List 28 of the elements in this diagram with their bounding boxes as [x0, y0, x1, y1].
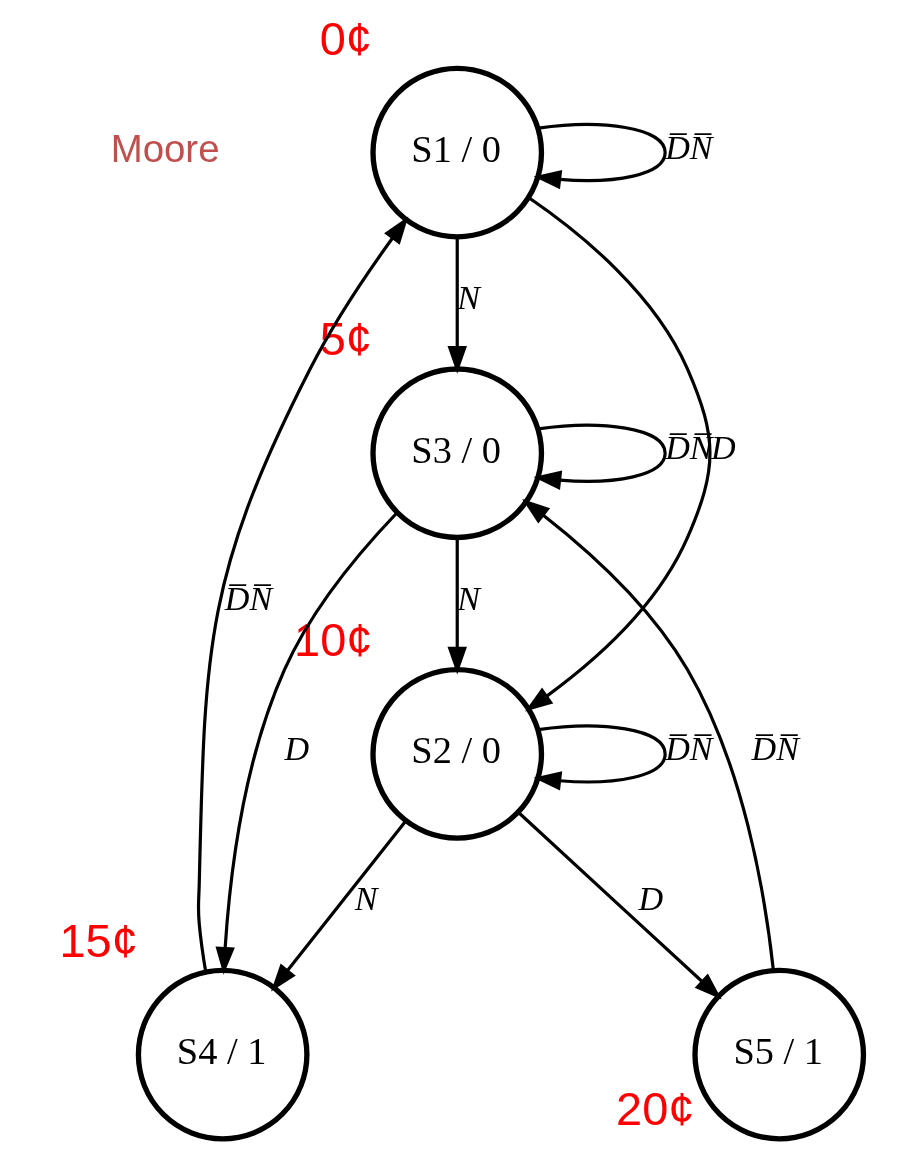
edge-label: D [637, 880, 663, 918]
edge-label: D̅N̅ [664, 729, 713, 767]
node-label: 5¢ [319, 313, 372, 366]
edge-label: D̅N̅ [751, 729, 799, 767]
arrow [533, 724, 667, 791]
arrow [447, 537, 467, 675]
arrow [447, 237, 467, 374]
arrow [533, 123, 667, 190]
edge-label: D̅N̅ [224, 579, 272, 617]
arrow [516, 811, 722, 1000]
label: Moore [110, 126, 219, 170]
arrow [521, 499, 775, 971]
node-circle: S1 / 0 [369, 65, 544, 240]
node-label: 0¢ [319, 12, 372, 65]
arrow [533, 423, 667, 490]
arrow [524, 196, 711, 712]
node-circle: S2 / 0 [369, 667, 544, 841]
edge-label: D [284, 729, 309, 767]
arrow [270, 820, 407, 992]
node-circle: S4 / 1 [135, 967, 310, 1142]
edge-label: D̅N̅ [664, 128, 713, 166]
node-label: 20¢ [615, 1083, 694, 1136]
node-label: 10¢ [293, 614, 372, 667]
node-circle: S3 / 0 [369, 366, 544, 541]
node-label: 15¢ [59, 914, 138, 967]
edge-label: N [354, 880, 378, 918]
arrow [215, 511, 398, 975]
arrow [196, 216, 408, 972]
